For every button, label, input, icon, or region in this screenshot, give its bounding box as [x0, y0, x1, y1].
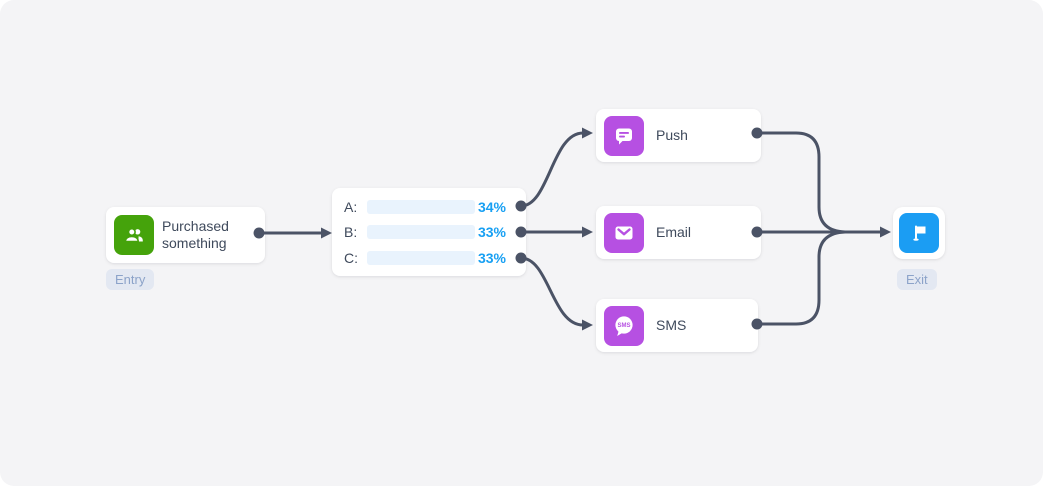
users-icon	[114, 215, 154, 255]
node-push[interactable]: Push	[596, 109, 761, 162]
arrowhead-email	[582, 226, 593, 238]
sms-icon-text: SMS	[617, 323, 630, 329]
variant-b-percent: 33%	[477, 224, 506, 240]
variant-c-percent: 33%	[477, 249, 506, 266]
edge-push-to-exit	[755, 131, 847, 234]
variant-b-label: B:	[344, 224, 358, 240]
node-entry-purchased-something[interactable]: Purchased something	[106, 207, 265, 263]
exit-badge: Exit	[897, 269, 937, 290]
entry-node-title: Purchased something	[162, 218, 229, 251]
split-variant-c: C: 33%	[344, 247, 506, 269]
edge-split-a-to-push	[519, 131, 585, 208]
node-abc-split[interactable]: A: 34% B: 33% C: 33%	[332, 188, 526, 276]
email-node-title: Email	[656, 224, 692, 240]
edge-split-c-to-sms	[519, 256, 585, 327]
variant-a-percent: 34%	[477, 198, 506, 215]
email-icon	[604, 212, 644, 253]
sms-node-title: SMS	[656, 317, 687, 333]
sms-bubble-icon: SMS	[604, 305, 644, 346]
flag-icon	[899, 213, 939, 253]
variant-c-bar	[367, 250, 475, 265]
arrowhead-split	[321, 227, 332, 239]
entry-badge: Entry	[106, 269, 155, 290]
node-sms[interactable]: SMS SMS	[596, 299, 758, 352]
node-exit[interactable]	[893, 207, 945, 259]
edge-sms-to-exit	[755, 230, 847, 326]
push-notification-icon	[604, 115, 644, 156]
arrowhead-push	[582, 127, 593, 139]
split-variant-a: A: 34%	[344, 196, 506, 218]
variant-c-label: C:	[344, 249, 358, 266]
variant-b-bar	[367, 225, 475, 239]
split-variant-b: B: 33%	[344, 221, 506, 243]
arrowhead-sms	[582, 319, 593, 331]
node-email[interactable]: Email	[596, 206, 761, 259]
push-node-title: Push	[656, 127, 688, 143]
variant-a-label: A:	[344, 198, 358, 215]
variant-a-bar	[367, 199, 475, 214]
arrowhead-exit	[880, 226, 891, 238]
